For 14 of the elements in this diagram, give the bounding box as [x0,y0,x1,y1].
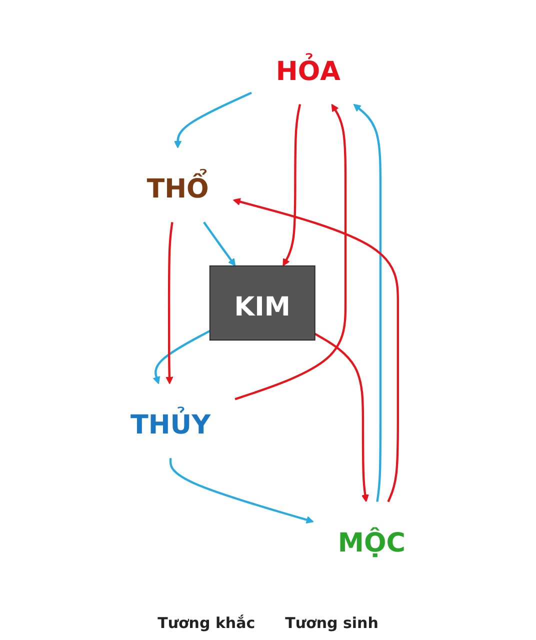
node-text: MỘC [338,528,406,559]
note-text: Tương sinh [285,614,378,632]
arrow [232,198,399,502]
arrow [353,104,382,502]
arrow [174,92,252,148]
arrow [203,222,236,266]
arrow [152,330,210,384]
arrow [282,104,302,266]
arrow [169,458,314,524]
node-box: KIM [209,265,316,341]
note-text: Tương khắc [158,614,256,632]
arrow [314,332,369,502]
arrow [234,104,347,400]
arrow [166,222,174,384]
